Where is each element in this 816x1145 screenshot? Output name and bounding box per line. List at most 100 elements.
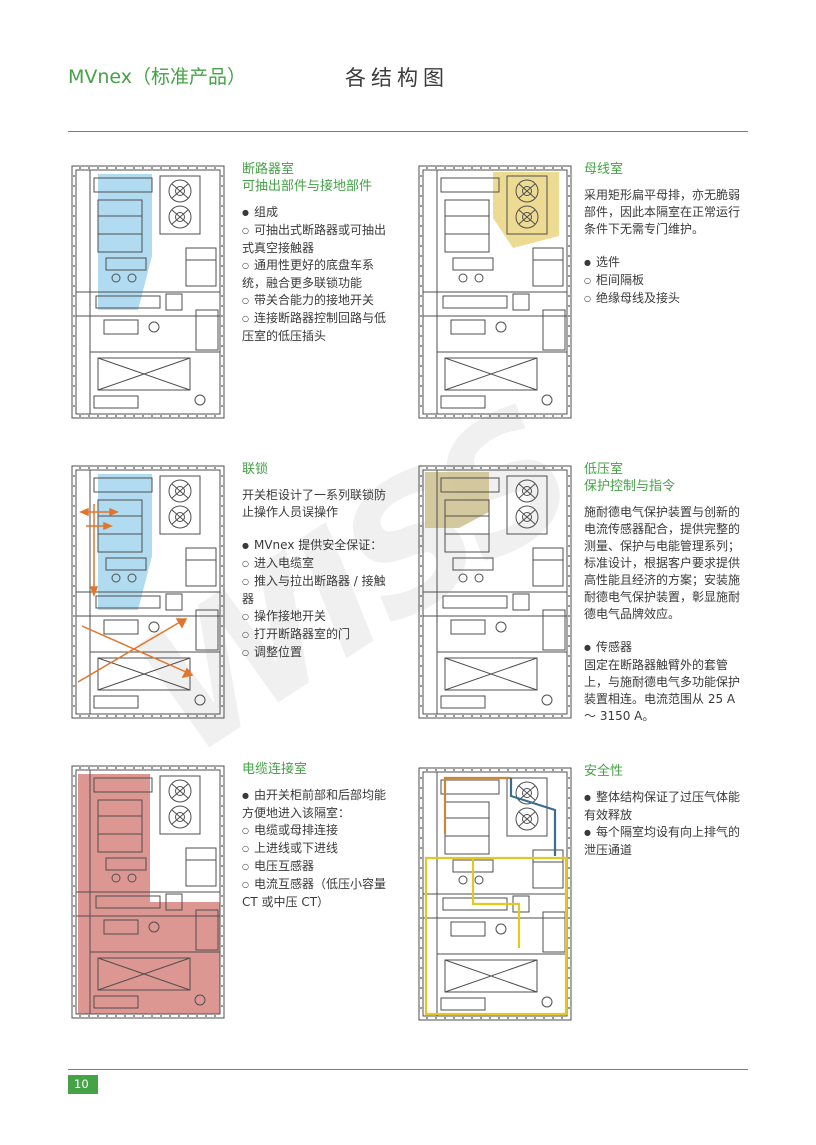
- panel-lines: ●由开关柜前部和后部均能方便地进入该隔室： ○ 电缆或母排连接 ○ 上进线或下进线 ○ 电压…: [242, 787, 392, 911]
- product-title: MVnex（标准产品）: [68, 66, 247, 88]
- switchgear-line-drawing: [71, 465, 225, 719]
- line-text: 操作接地开关: [253, 609, 326, 623]
- panel-lv-text: 低压室 保护控制与指令 施耐德电气保护装置与创新的电流传感器配合，提供完整的测量…: [584, 461, 744, 725]
- bullet-line: ○通用性更好的底盘车系统，融合更多联锁功能: [242, 257, 392, 292]
- bullet-line: ● 组成: [242, 204, 392, 222]
- bullet-line: ○连接断路器控制回路与低压室的低压插头: [242, 310, 392, 345]
- bullet-line: ● 传感器: [584, 639, 744, 657]
- filled-bullet-icon: ●: [584, 643, 591, 652]
- panel-title: 母线室: [584, 162, 624, 177]
- line-text: 传感器: [595, 640, 632, 654]
- paragraph-line: 施耐德电气保护装置与创新的电流传感器配合，提供完整的测量、保护与电能管理系列；标…: [584, 505, 741, 621]
- compartment-highlight: [98, 174, 152, 310]
- filled-bullet-icon: ●: [242, 208, 249, 217]
- diagram-low-voltage-compartment: [415, 460, 579, 724]
- open-bullet-icon: ○: [242, 630, 249, 639]
- panel-lines: 开关柜设计了一系列联锁防止操作人员误操作 ● MVnex 提供安全保证： ○ 进入电缆室…: [242, 487, 392, 662]
- panel-title: 电缆连接室: [242, 762, 308, 777]
- panel-busbar-text: 母线室 采用矩形扁平母排，亦无脆弱部件，因此本隔室在正常运行条件下无需专门维护。…: [584, 161, 744, 308]
- line-text: 调整位置: [253, 645, 302, 659]
- open-bullet-icon: ○: [242, 559, 249, 568]
- line-text: MVnex 提供安全保证：: [253, 538, 383, 552]
- panel-lines: 采用矩形扁平母排，亦无脆弱部件，因此本隔室在正常运行条件下无需专门维护。●选件○…: [584, 187, 744, 308]
- switchgear-line-drawing: [418, 165, 572, 419]
- line-text: 上进线或下进线: [253, 841, 338, 855]
- bullet-line: ○柜间隔板: [584, 272, 744, 290]
- line-text: 电压互感器: [253, 859, 314, 873]
- bullet-line: ●每个隔室均设有向上排气的泄压通道: [584, 824, 744, 859]
- bullet-line: ●选件: [584, 254, 744, 272]
- bullet-line: ○调整位置: [242, 644, 392, 662]
- filled-bullet-icon: ●: [242, 791, 249, 800]
- filled-bullet-icon: ●: [242, 541, 249, 550]
- line-text: 进入电缆室: [253, 556, 314, 570]
- bullet-line: ● MVnex 提供安全保证：: [242, 537, 392, 555]
- bullet-line: ○ 带关合能力的接地开关: [242, 292, 392, 310]
- line-text: 电缆或母排连接: [253, 823, 338, 837]
- panel-subtitle: 保护控制与指令: [584, 479, 676, 494]
- open-bullet-icon: ○: [242, 577, 249, 586]
- line-text: 组成: [253, 205, 278, 219]
- panel-cable-text: 电缆连接室 ●由开关柜前部和后部均能方便地进入该隔室： ○ 电缆或母排连接 ○ 上进线或…: [242, 761, 392, 911]
- panel-subtitle: 可抽出部件与接地部件: [242, 179, 373, 194]
- switchgear-line-drawing: [418, 465, 572, 719]
- bullet-line: ○ 上进线或下进线: [242, 840, 392, 858]
- open-bullet-icon: ○: [242, 314, 249, 323]
- diagram-circuit-breaker-compartment: [68, 160, 232, 424]
- panel-title: 联锁: [242, 462, 269, 477]
- bullet-line: ●整体结构保证了过压气体能有效释放: [584, 789, 744, 824]
- open-bullet-icon: ○: [242, 226, 249, 235]
- open-bullet-icon: ○: [242, 844, 249, 853]
- switchgear-line-drawing: [71, 765, 225, 1019]
- diagram-interlocking: [68, 460, 232, 724]
- bullet-line: ○打开断路器室的门: [242, 626, 392, 644]
- switchgear-line-drawing: [418, 767, 572, 1021]
- panel-title: 断路器室: [242, 162, 295, 177]
- diagram-cable-compartment: [68, 760, 232, 1024]
- compartment-highlight: [98, 474, 152, 610]
- line-text: 连接断路器控制回路与低压室的低压插头: [242, 311, 386, 343]
- page-title: 各结构图: [345, 66, 449, 90]
- panel-lines: 施耐德电气保护装置与创新的电流传感器配合，提供完整的测量、保护与电能管理系列；标…: [584, 504, 744, 725]
- line-text: 整体结构保证了过压气体能有效释放: [584, 790, 740, 822]
- open-bullet-icon: ○: [242, 826, 249, 835]
- switchgear-line-drawing: [71, 165, 225, 419]
- panel-lines: ●整体结构保证了过压气体能有效释放●每个隔室均设有向上排气的泄压通道: [584, 789, 744, 859]
- panel-title: 安全性: [584, 764, 624, 779]
- panel-lines: ●组成○可抽出式断路器或可抽出式真空接触器○通用性更好的底盘车系统，融合更多联锁…: [242, 204, 392, 345]
- open-bullet-icon: ○: [584, 276, 591, 285]
- line-text: 带关合能力的接地开关: [253, 293, 374, 307]
- line-text: 选件: [595, 255, 620, 269]
- line-text: 推入与拉出断路器 / 接触器: [242, 574, 386, 606]
- open-bullet-icon: ○: [242, 880, 249, 889]
- bullet-line: ○ 绝缘母线及接头: [584, 290, 744, 308]
- open-bullet-icon: ○: [242, 862, 249, 871]
- open-bullet-icon: ○: [242, 612, 249, 621]
- panel-title: 低压室: [584, 462, 624, 477]
- footer-divider: [68, 1069, 748, 1070]
- bullet-line: ○可抽出式断路器或可抽出式真空接触器: [242, 222, 392, 257]
- bullet-line: ○ 电缆或母排连接: [242, 822, 392, 840]
- diagram-busbar-compartment: [415, 160, 579, 424]
- line-text: 电流互感器（低压小容量 CT 或中压 CT）: [242, 877, 386, 909]
- bullet-line: ○推入与拉出断路器 / 接触器: [242, 573, 392, 608]
- paragraph-line: 采用矩形扁平母排，亦无脆弱部件，因此本隔室在正常运行条件下无需专门维护。: [584, 188, 741, 236]
- open-bullet-icon: ○: [584, 294, 591, 303]
- line-text: 每个隔室均设有向上排气的泄压通道: [584, 825, 740, 857]
- line-text: 可抽出式断路器或可抽出式真空接触器: [242, 223, 386, 255]
- panel-interlock-text: 联锁 开关柜设计了一系列联锁防止操作人员误操作 ● MVnex 提供安全保证： ○ 进入…: [242, 461, 392, 662]
- line-text: 由开关柜前部和后部均能方便地进入该隔室：: [242, 788, 386, 820]
- bullet-line: ○电流互感器（低压小容量 CT 或中压 CT）: [242, 876, 392, 911]
- header-divider: [68, 131, 748, 132]
- paragraph-line: 固定在断路器触臂外的套管上，与施耐德电气多功能保护装置相连。电流范围从 25 A…: [584, 658, 741, 723]
- bullet-line: ○ 电压互感器: [242, 858, 392, 876]
- line-text: 通用性更好的底盘车系统，融合更多联锁功能: [242, 258, 374, 290]
- line-text: 绝缘母线及接头: [595, 291, 680, 305]
- diagram-safety: [415, 762, 579, 1026]
- panel-circuit-breaker-text: 断路器室 可抽出部件与接地部件 ●组成○可抽出式断路器或可抽出式真空接触器○通用…: [242, 161, 392, 345]
- page-number-badge: 10: [68, 1075, 98, 1094]
- paragraph-line: 开关柜设计了一系列联锁防止操作人员误操作: [242, 488, 387, 519]
- filled-bullet-icon: ●: [584, 793, 591, 802]
- open-bullet-icon: ○: [242, 296, 249, 305]
